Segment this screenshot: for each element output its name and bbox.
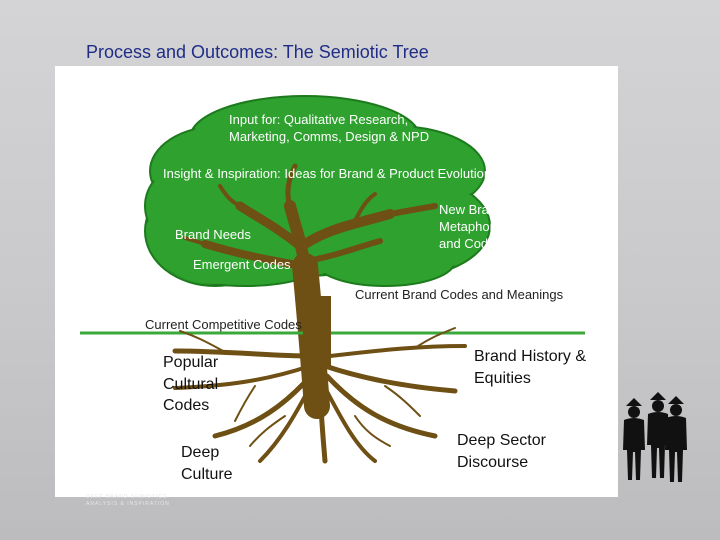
semiotic-tree-diagram: Input for: Qualitative Research, Marketi… bbox=[55, 66, 618, 497]
slide-title: Process and Outcomes: The Semiotic Tree bbox=[86, 42, 429, 62]
trunk-current-brand-label: Current Brand Codes and Meanings bbox=[355, 287, 564, 302]
tree-illustration bbox=[80, 95, 585, 464]
canopy-insight-label: Insight & Inspiration: Ideas for Brand &… bbox=[163, 166, 492, 181]
footer-watermark: DEEP BRAND SEMIOTICS ANALYSIS & INSPIRAT… bbox=[86, 494, 170, 507]
tree-trunk bbox=[183, 163, 438, 419]
root-brand-history-label: Brand History & Equities bbox=[474, 348, 587, 387]
canopy-brand-needs-label: Brand Needs bbox=[175, 227, 251, 242]
people-silhouette-icon bbox=[623, 392, 687, 482]
root-deep-sector-label: Deep Sector Discourse bbox=[457, 432, 546, 471]
canopy-new-brand-label: New Brand Metaphors and Codes bbox=[439, 202, 504, 251]
root-popular-label: Popular Cultural Codes bbox=[163, 354, 219, 414]
tree-roots bbox=[172, 327, 467, 464]
canopy-input-label: Input for: Qualitative Research, Marketi… bbox=[229, 112, 430, 144]
trunk-competitive-label: Current Competitive Codes bbox=[145, 317, 302, 332]
root-deep-culture-label: Deep Culture bbox=[181, 444, 233, 483]
canopy-emergent-label: Emergent Codes bbox=[193, 257, 291, 272]
